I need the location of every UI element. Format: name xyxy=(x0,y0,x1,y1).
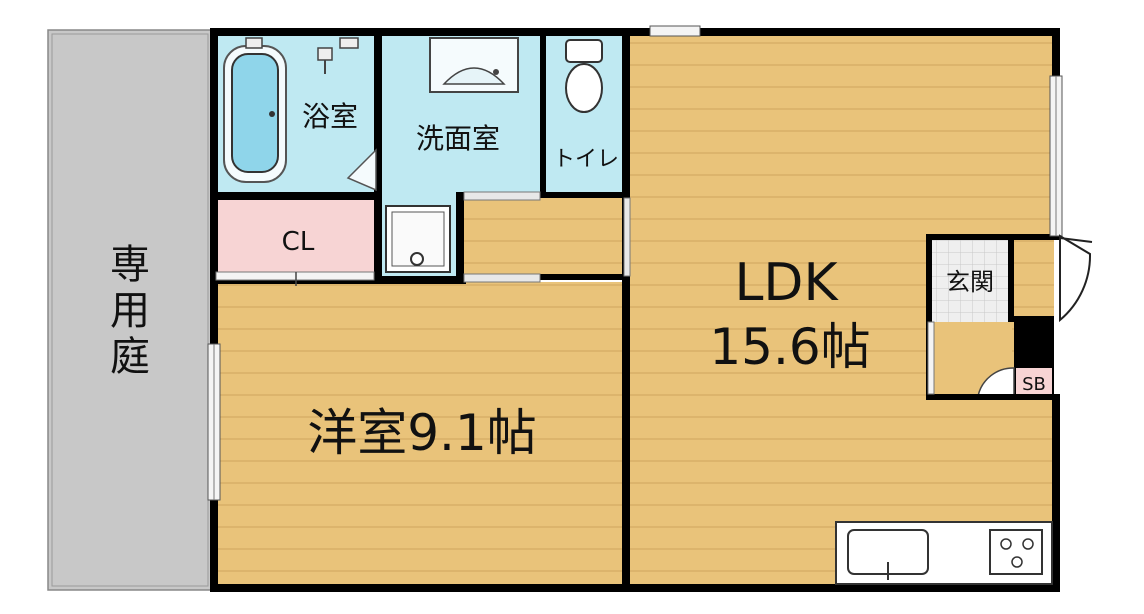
bedroom-floor xyxy=(216,282,628,586)
toilet-icon xyxy=(565,39,603,113)
hallway-floor xyxy=(464,196,628,278)
closet-label: CL xyxy=(282,227,315,257)
shoe-box-label-bg xyxy=(1016,368,1052,396)
shower-faucet-icon xyxy=(317,37,359,74)
ldk-size-label: 15.6帖 xyxy=(709,318,870,376)
private-garden xyxy=(47,29,213,591)
stove-icon xyxy=(989,529,1043,575)
garden-label-char-3: 庭 xyxy=(110,334,150,380)
garden-label-char-2: 用 xyxy=(110,288,150,334)
shoe-box-label: SB xyxy=(1022,374,1046,395)
garden-label: 専 用 庭 xyxy=(110,242,150,380)
kitchen-counter xyxy=(835,521,1053,585)
closet-floor xyxy=(216,200,380,278)
bedroom-label: 洋室9.1帖 xyxy=(307,404,537,462)
garden-label-char-1: 専 xyxy=(110,242,150,288)
ldk-label: LDK xyxy=(734,253,839,313)
entrance-label: 玄関 xyxy=(946,268,994,296)
openings xyxy=(207,25,1063,501)
entrance-door-leaf xyxy=(1059,237,1093,243)
washing-machine-icon xyxy=(385,205,451,273)
toilet-label: トイレ xyxy=(553,147,619,172)
bath-door-swing-icon xyxy=(346,148,377,192)
washbasin-icon xyxy=(429,37,519,93)
entrance-door-swing-icon xyxy=(1059,234,1092,323)
entrance-tile-floor xyxy=(930,238,1012,322)
washroom-label: 洗面室 xyxy=(416,122,500,155)
bath-label: 浴室 xyxy=(302,100,358,133)
bathtub-icon xyxy=(223,37,287,183)
